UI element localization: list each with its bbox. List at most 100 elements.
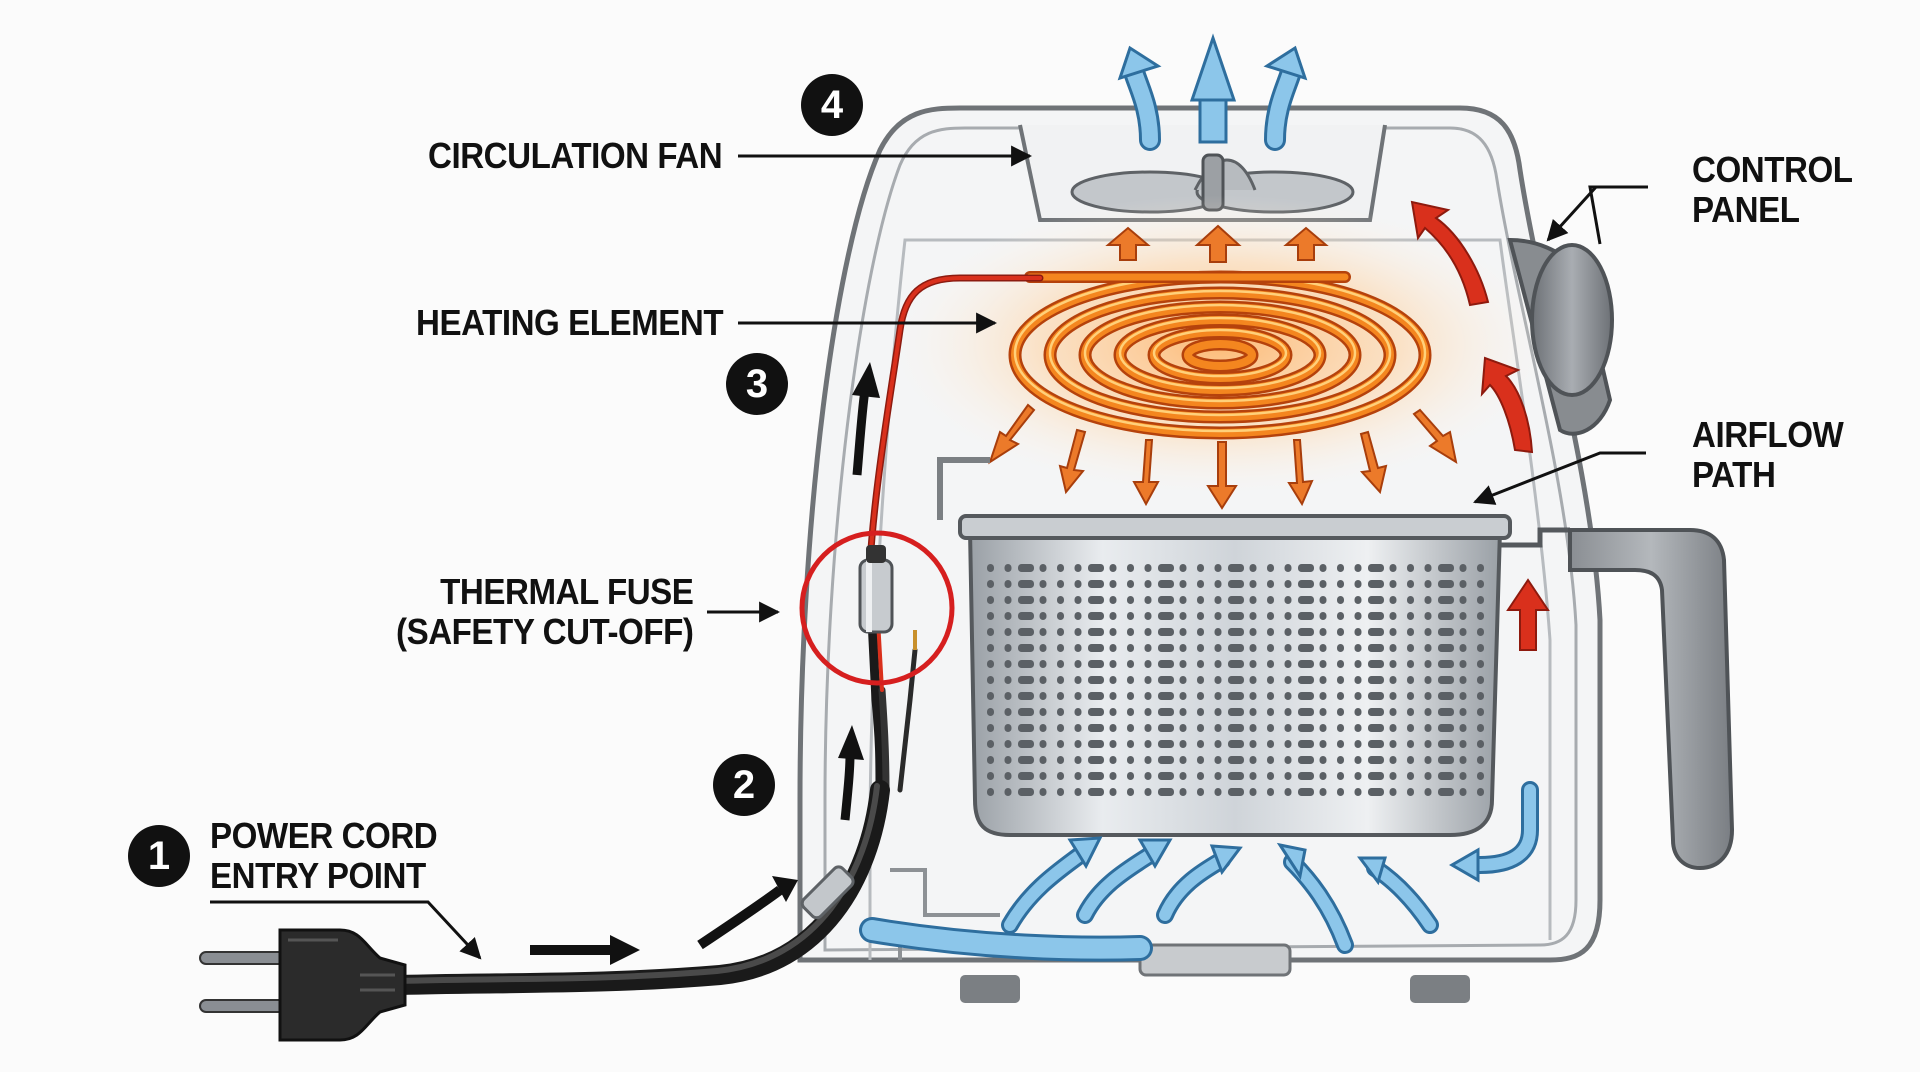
basket-hole (1424, 740, 1432, 748)
label-control-panel-line2: PANEL (1692, 189, 1800, 230)
basket-hole (1039, 628, 1047, 636)
basket-hole (1109, 628, 1117, 636)
basket-hole (1424, 580, 1432, 588)
basket-hole (1368, 660, 1384, 668)
basket-hole (1018, 788, 1034, 796)
basket-hole (1298, 580, 1314, 588)
basket-hole (1477, 644, 1484, 652)
basket-hole (1438, 596, 1454, 604)
basket-hole (1267, 676, 1274, 684)
basket-hole (1477, 612, 1484, 620)
basket-hole (1319, 564, 1327, 572)
basket-hole (1354, 580, 1362, 588)
basket-hole (1197, 580, 1204, 588)
basket-hole (1267, 724, 1274, 732)
basket-hole (1197, 788, 1204, 796)
basket-hole (987, 756, 994, 764)
basket-hole (1459, 564, 1467, 572)
basket-hole (1057, 564, 1064, 572)
basket-hole (1368, 692, 1384, 700)
step-badge-2: 2 (713, 754, 775, 816)
basket-hole (1284, 692, 1292, 700)
basket-hole (1004, 660, 1012, 668)
basket-hole (1088, 788, 1104, 796)
basket-hole (1407, 676, 1414, 684)
basket-hole (1284, 580, 1292, 588)
basket-hole (1477, 724, 1484, 732)
basket-hole (1144, 612, 1152, 620)
basket-hole (1018, 644, 1034, 652)
basket-hole (1144, 676, 1152, 684)
basket-hole (1214, 692, 1222, 700)
basket-hole (1407, 644, 1414, 652)
basket-hole (1424, 596, 1432, 604)
basket-hole (1018, 692, 1034, 700)
basket-hole (1354, 740, 1362, 748)
basket-hole (1004, 692, 1012, 700)
basket-hole (1368, 740, 1384, 748)
basket-hole (1228, 740, 1244, 748)
basket-hole (1407, 692, 1414, 700)
label-thermal-fuse: THERMAL FUSE (SAFETY CUT-OFF) (396, 572, 694, 652)
basket-hole (1004, 580, 1012, 588)
basket-hole (1477, 580, 1484, 588)
basket-hole (1018, 756, 1034, 764)
basket-hole (1088, 644, 1104, 652)
basket-hole (1074, 612, 1082, 620)
basket-hole (1228, 692, 1244, 700)
basket-hole (987, 724, 994, 732)
basket-hole (1228, 580, 1244, 588)
basket-hole (1228, 756, 1244, 764)
basket-hole (1438, 708, 1454, 716)
basket-hole (1197, 692, 1204, 700)
basket-hole (1057, 628, 1064, 636)
basket-hole (1214, 564, 1222, 572)
basket-hole (1109, 596, 1117, 604)
basket-hole (1389, 756, 1397, 764)
basket-hole (1319, 788, 1327, 796)
basket-hole (1039, 660, 1047, 668)
basket-hole (1389, 628, 1397, 636)
basket-hole (1368, 580, 1384, 588)
basket-hole (1039, 740, 1047, 748)
basket-hole (1284, 644, 1292, 652)
basket-hole (1074, 692, 1082, 700)
label-airflow-path-line2: PATH (1692, 454, 1776, 495)
basket-hole (1337, 580, 1344, 588)
basket-hole (1074, 724, 1082, 732)
basket-hole (1368, 596, 1384, 604)
basket-hole (1337, 596, 1344, 604)
basket-hole (1354, 564, 1362, 572)
basket-hole (1354, 692, 1362, 700)
basket-hole (1144, 644, 1152, 652)
basket-hole (1004, 772, 1012, 780)
basket-hole (1337, 628, 1344, 636)
basket-hole (1158, 788, 1174, 796)
basket-hole (1424, 692, 1432, 700)
basket-hole (1459, 756, 1467, 764)
basket-hole (1214, 580, 1222, 588)
basket-hole (1179, 692, 1187, 700)
basket-hole (1477, 596, 1484, 604)
basket-hole (1337, 708, 1344, 716)
basket-hole (1407, 772, 1414, 780)
basket-hole (1109, 724, 1117, 732)
basket-hole (1424, 660, 1432, 668)
power-plug (199, 928, 407, 1042)
basket-hole (1298, 740, 1314, 748)
label-power-cord-line2: ENTRY POINT (210, 855, 426, 896)
basket-hole (1319, 740, 1327, 748)
basket-hole (1389, 676, 1397, 684)
basket-hole (987, 788, 994, 796)
basket-hole (1354, 788, 1362, 796)
basket-hole (1249, 788, 1257, 796)
basket-hole (1249, 612, 1257, 620)
basket-hole (1249, 692, 1257, 700)
label-control-panel: CONTROL PANEL (1692, 150, 1853, 230)
basket-hole (1074, 788, 1082, 796)
basket-hole (1179, 564, 1187, 572)
basket-hole (1197, 564, 1204, 572)
basket-hole (1088, 676, 1104, 684)
basket-hole (1144, 756, 1152, 764)
